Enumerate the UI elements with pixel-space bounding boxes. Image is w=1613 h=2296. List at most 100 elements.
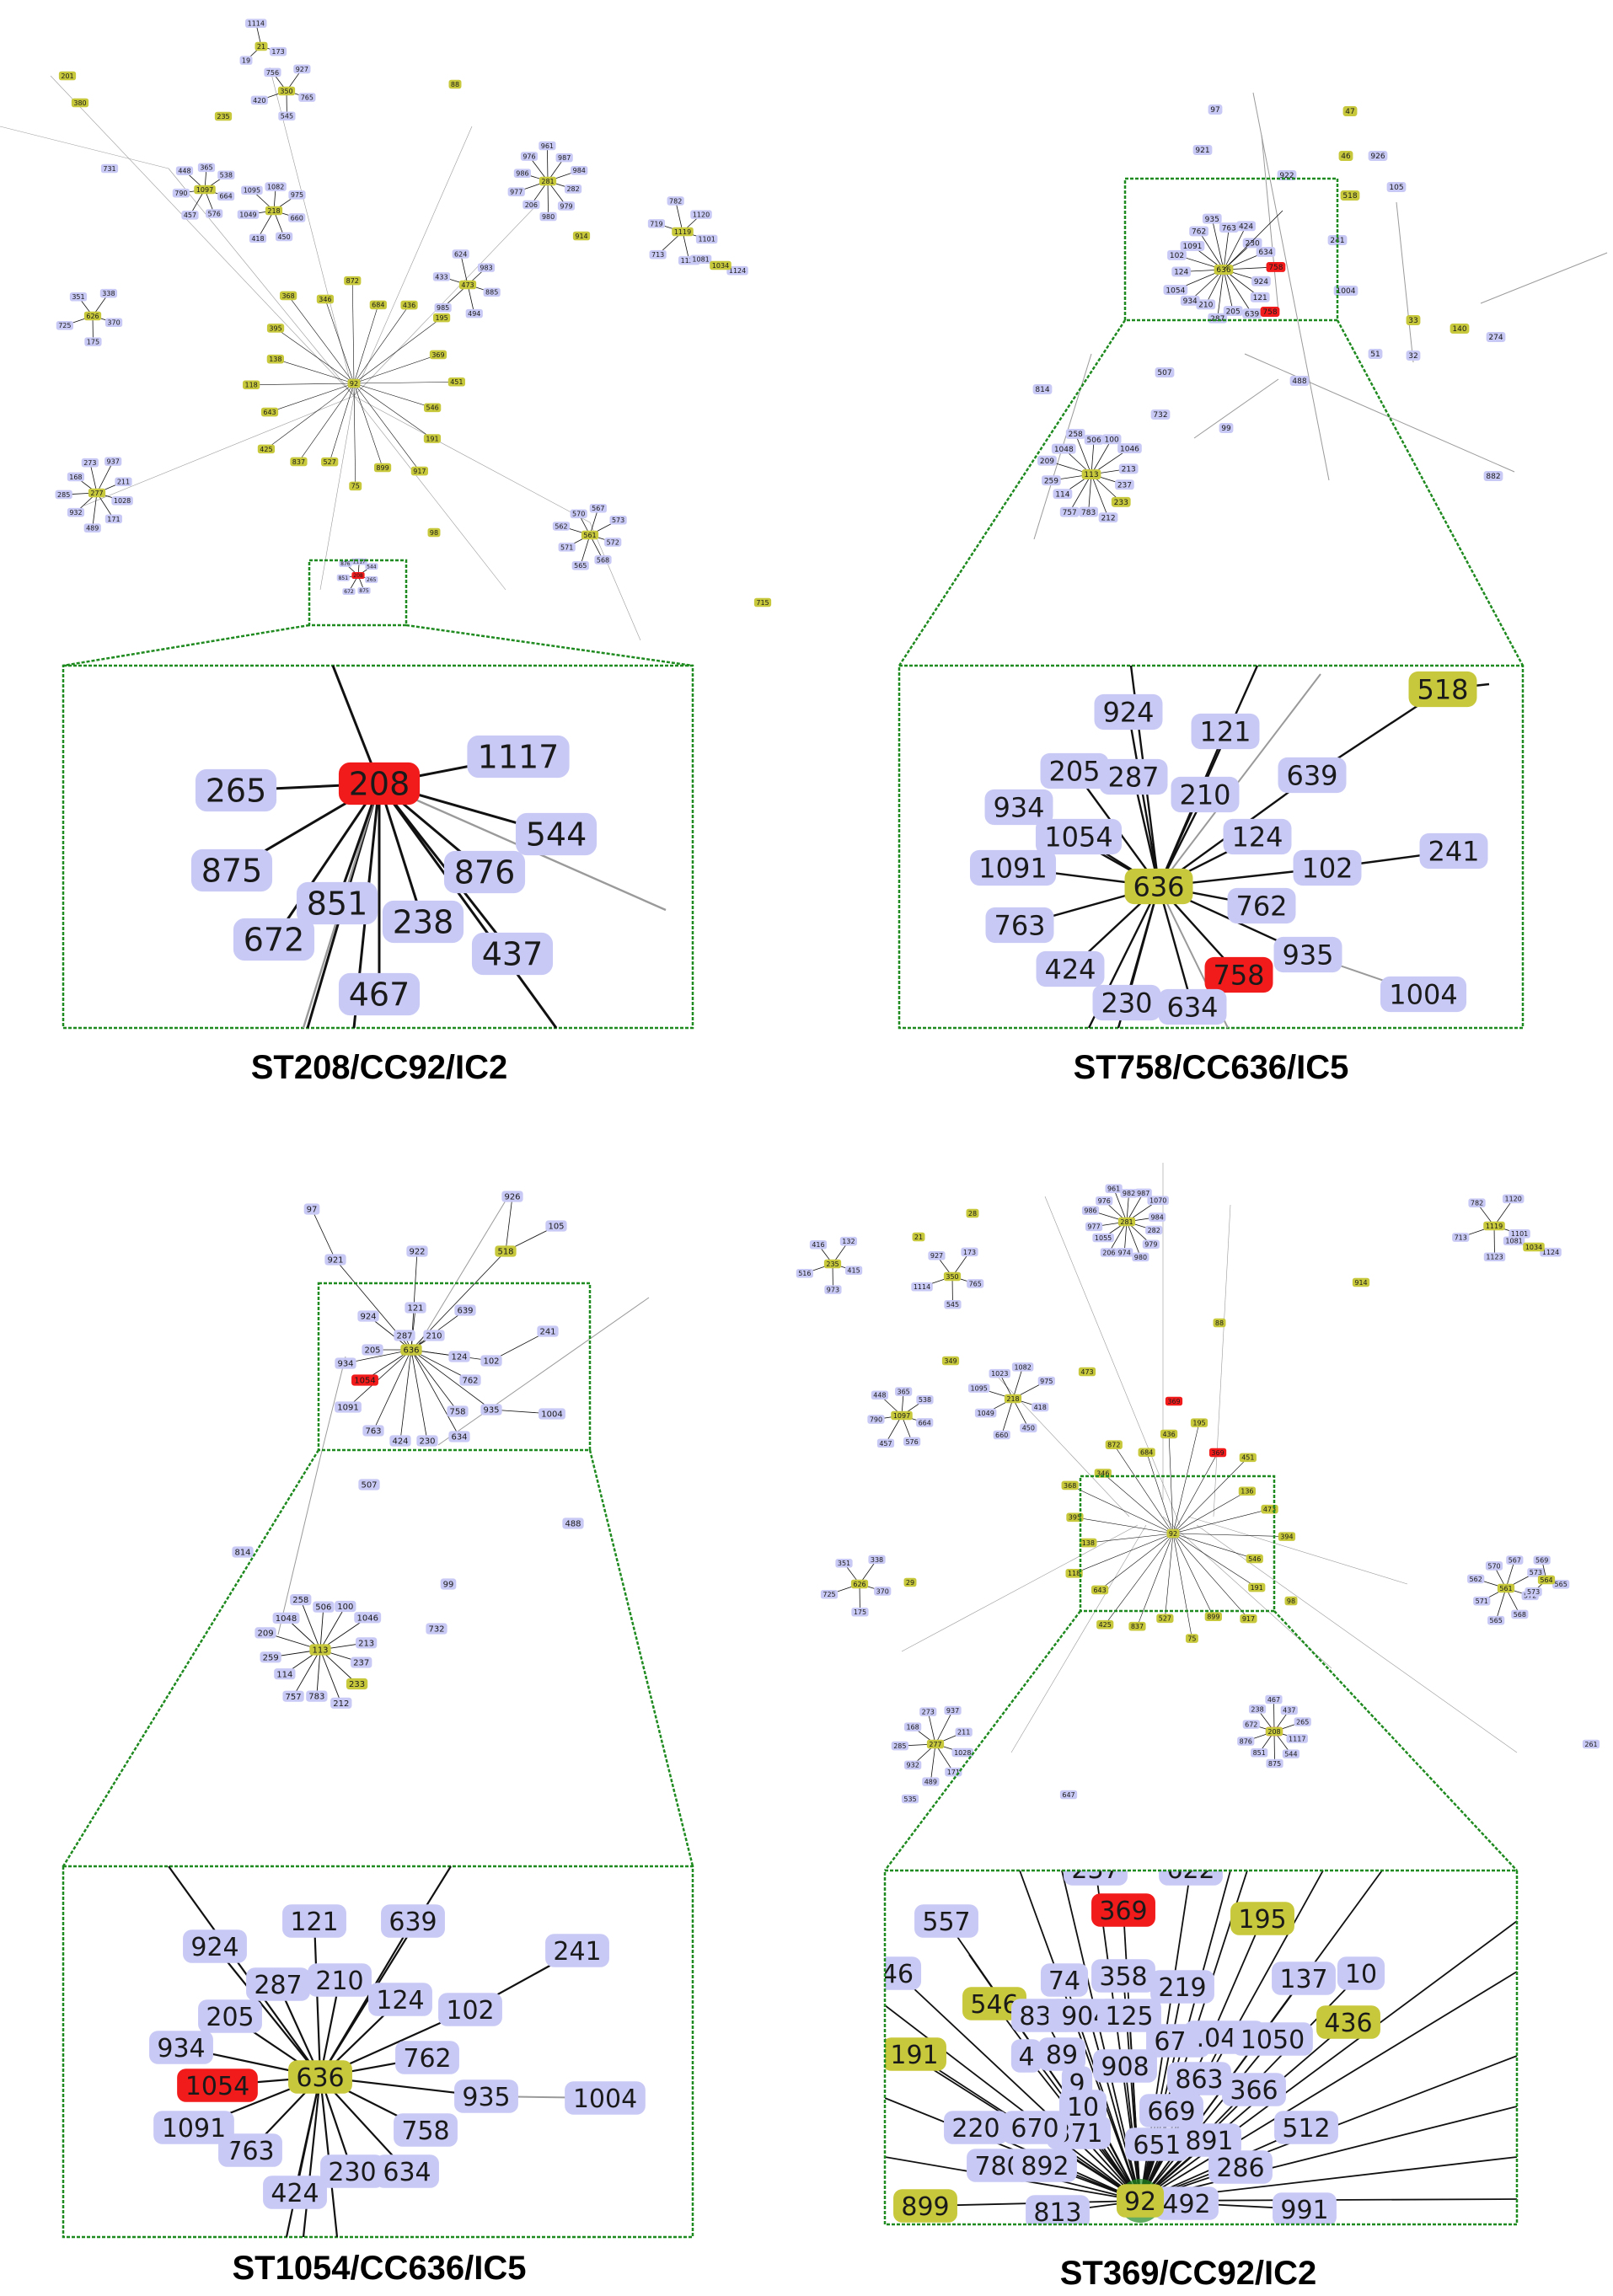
node-label: 885 <box>485 289 498 297</box>
node-label: 982 <box>1123 1190 1135 1197</box>
node-label: 634 <box>1166 992 1218 1024</box>
node-576: 576 <box>903 1437 921 1447</box>
node-label: 1054 <box>1044 822 1112 854</box>
node-box <box>1386 182 1407 192</box>
edge <box>1480 252 1608 304</box>
node-258: 258 <box>290 1594 312 1606</box>
edge <box>1193 378 1279 439</box>
edge <box>589 522 641 641</box>
node-label: 420 <box>253 97 265 104</box>
node-922: 922 <box>406 1245 428 1257</box>
node-218: 218 <box>265 206 283 216</box>
node-label: 415 <box>847 1267 860 1275</box>
node-box <box>1124 868 1193 905</box>
edge <box>1172 1452 1219 1534</box>
node-label: 527 <box>324 458 336 466</box>
node-label: 230 <box>1101 987 1152 1020</box>
node-box <box>1032 384 1053 394</box>
node-label: 636 <box>1216 266 1230 275</box>
node-label: 208 <box>349 766 410 803</box>
node-box <box>1037 455 1057 466</box>
node-box <box>480 1404 502 1416</box>
node-191: 191 <box>885 2037 946 2071</box>
node-box <box>1196 299 1216 310</box>
node-box <box>217 170 235 180</box>
node-label: 765 <box>301 94 313 101</box>
edge <box>935 1743 954 1773</box>
node-label: 1034 <box>1525 1244 1542 1251</box>
node-100: 100 <box>1101 434 1122 445</box>
node-box <box>1155 2186 1219 2220</box>
node-box <box>1219 423 1234 433</box>
node-208-highlight: 208 <box>338 762 421 805</box>
node-box <box>1223 818 1292 855</box>
node-label: 394 <box>1280 1533 1293 1541</box>
node-label: 544 <box>1284 1751 1297 1758</box>
node-265: 265 <box>365 575 378 583</box>
node-863: 863 <box>1167 2062 1231 2095</box>
node-1082: 1082 <box>265 182 287 191</box>
edge <box>1172 1533 1249 1619</box>
node-label: 125 <box>1105 2002 1153 2031</box>
node-899: 899 <box>373 463 392 473</box>
node-label: 567 <box>1509 1556 1521 1564</box>
node-box <box>454 1304 476 1316</box>
node-626: 626 <box>83 311 102 321</box>
node-51: 51 <box>1368 349 1383 359</box>
node-label: 213 <box>358 1639 374 1648</box>
node-box <box>1150 1970 1214 2004</box>
edge <box>1165 1533 1174 1619</box>
node-box <box>249 233 267 244</box>
node-626: 626 <box>850 1579 869 1589</box>
edge <box>89 463 98 494</box>
node-380: 380 <box>71 98 89 108</box>
node-box <box>1380 976 1467 1013</box>
edge <box>1139 2106 1517 2202</box>
node-box <box>969 849 1057 886</box>
node-box <box>974 1408 997 1418</box>
node-46: 46 <box>885 1956 922 1990</box>
edge <box>251 383 355 386</box>
node-box <box>1237 1737 1255 1746</box>
node-370: 370 <box>874 1587 892 1596</box>
edge <box>168 168 355 397</box>
node-1054: 1054 <box>1163 285 1188 295</box>
edge <box>292 1649 321 1697</box>
node-984: 984 <box>571 166 588 175</box>
node-557: 557 <box>914 1904 978 1938</box>
node-label: 980 <box>542 213 555 221</box>
node-546: 546 <box>424 403 442 413</box>
node-box <box>926 1739 945 1749</box>
node-1081: 1081 <box>689 254 712 265</box>
node-box <box>1064 1871 1128 1886</box>
node-899: 899 <box>1204 1612 1222 1621</box>
node-241: 241 <box>537 1325 559 1337</box>
node-box <box>967 1279 984 1288</box>
node-105: 105 <box>545 1220 567 1232</box>
node-box <box>844 1266 863 1276</box>
node-box <box>104 318 123 328</box>
node-label: 28 <box>968 1210 977 1218</box>
node-924: 924 <box>357 1310 379 1322</box>
node-label: 1114 <box>914 1283 930 1291</box>
node-418: 418 <box>249 233 267 244</box>
node-label: 837 <box>1131 1623 1144 1630</box>
node-277: 277 <box>926 1739 945 1749</box>
node-box <box>545 1934 609 1967</box>
node-label: 975 <box>291 191 303 199</box>
node-564: 564 <box>1537 1575 1556 1585</box>
node-507: 507 <box>1155 367 1175 377</box>
node-box <box>1166 1528 1180 1539</box>
edge <box>353 304 410 384</box>
node-991: 991 <box>1273 2192 1337 2224</box>
node-label: 473 <box>1263 1506 1276 1513</box>
node-box <box>303 1203 320 1215</box>
node-box <box>1242 308 1262 319</box>
node-label: 639 <box>1286 760 1337 792</box>
node-box <box>172 188 190 198</box>
node-box <box>1013 2149 1077 2182</box>
zoom-frame-overview <box>1079 1474 1276 1613</box>
node-box <box>1223 306 1243 317</box>
node-label: 287 <box>396 1332 412 1341</box>
edge <box>1244 353 1515 473</box>
